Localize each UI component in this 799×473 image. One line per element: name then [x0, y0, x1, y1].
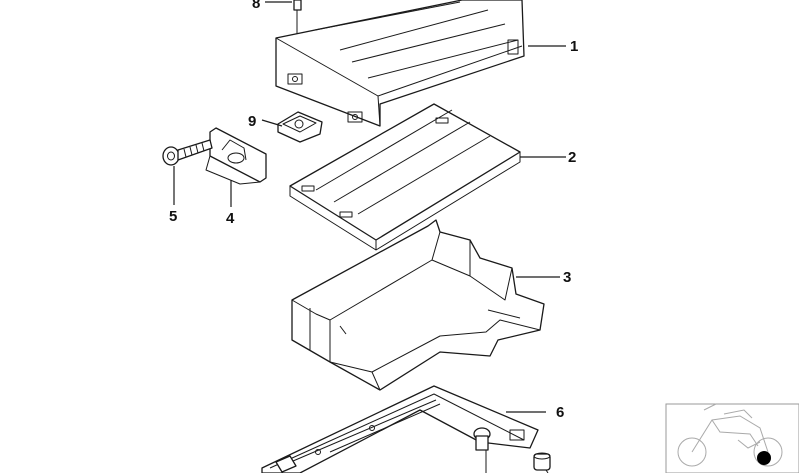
callout-2: 2	[568, 149, 576, 166]
spacer-fastener[interactable]	[533, 452, 551, 473]
bolt-fastener[interactable]	[473, 427, 491, 473]
callout-1: 1	[570, 38, 578, 55]
callout-6: 6	[556, 404, 564, 421]
callout-8: 8	[252, 0, 260, 12]
locator-thumbnail	[665, 403, 799, 473]
leader-lines	[173, 1, 566, 413]
callout-3: 3	[563, 269, 571, 286]
callout-5: 5	[169, 208, 177, 225]
part-5-screw[interactable]	[162, 139, 213, 166]
location-marker-icon	[757, 451, 771, 465]
part-1-cover[interactable]	[275, 0, 525, 127]
part-3-tray[interactable]	[291, 219, 545, 391]
callout-labels: 8 1 9 2 3 5 4 6	[169, 0, 578, 421]
part-2-plate[interactable]	[289, 103, 521, 251]
callout-9: 9	[248, 113, 256, 130]
part-9-clip-nut[interactable]	[277, 111, 323, 143]
part-4-bracket[interactable]	[205, 127, 267, 185]
callout-4: 4	[226, 210, 235, 227]
part-6-mounting-bracket[interactable]	[261, 385, 539, 473]
